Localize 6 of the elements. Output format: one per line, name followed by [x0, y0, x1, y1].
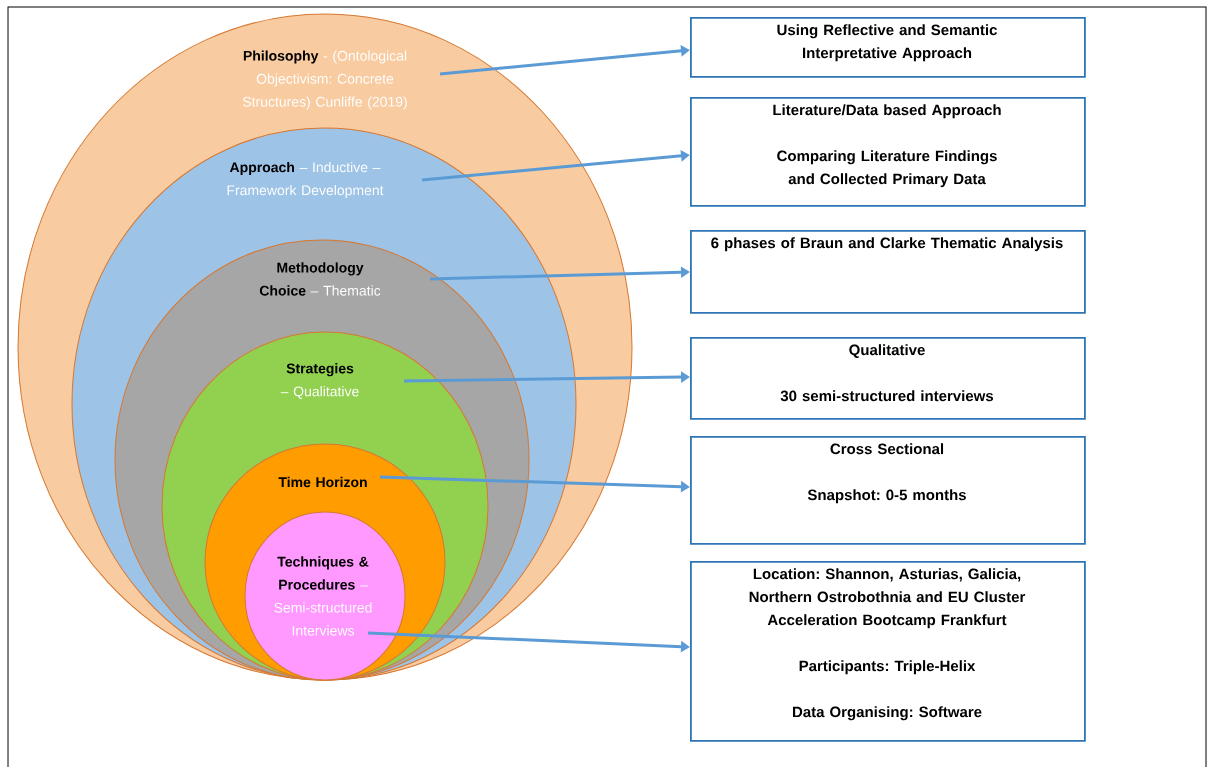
text-box: Qualitative 30 semi-structured interviews: [690, 337, 1086, 420]
text-box: 6 phases of Braun and Clarke Thematic Analysis: [690, 230, 1086, 314]
text-box: Literature/Data based Approach Comparing Literature Findings and Collected Primary Data: [690, 97, 1086, 207]
text-box: Location: Shannon, Asturias, Galicia, Northern Ostrobothnia and EU Cluster Acceleration Bootcamp Frankfurt Participants: Triple-Helix Data Organising: Software: [690, 561, 1086, 742]
text-box: Cross Sectional Snapshot: 0-5 months: [690, 436, 1086, 545]
text-box: Using Reflective and Semantic Interpretative Approach: [690, 17, 1086, 78]
